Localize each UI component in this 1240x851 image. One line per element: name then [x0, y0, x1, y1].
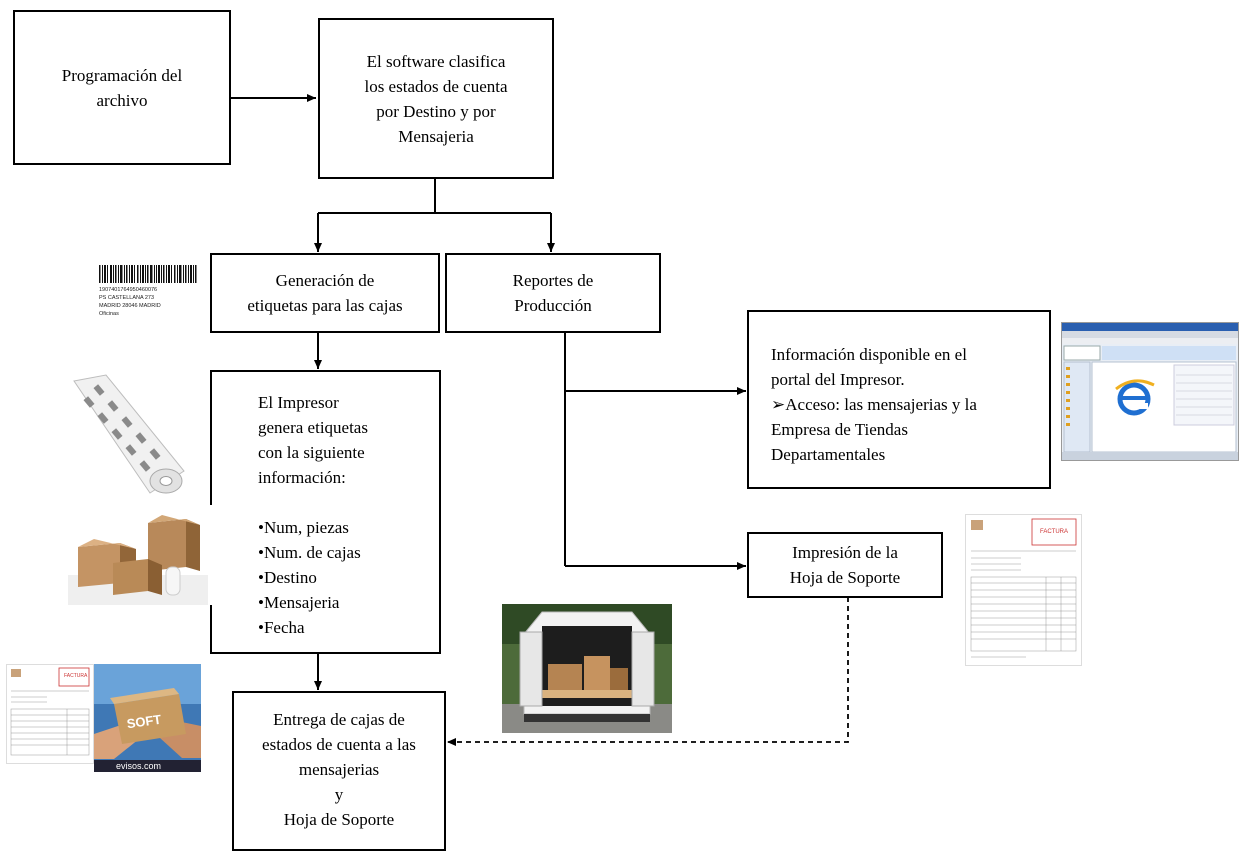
- box-hoja-soporte: Impresión de la Hoja de Soporte: [747, 532, 943, 598]
- box-programacion: Programación del archivo: [13, 10, 231, 165]
- box-text: Reportes de: [512, 271, 594, 290]
- box-text: Información disponible en el: [771, 345, 967, 364]
- box-text: Impresión de la: [792, 543, 898, 562]
- box-text: información:: [258, 468, 346, 487]
- box-entrega: Entrega de cajas de estados de cuenta a …: [232, 691, 446, 851]
- barcode-label-line: MADRID 28046 MADRID: [99, 303, 161, 309]
- box-impresor: El Impresor genera etiquetas con la sigu…: [210, 370, 441, 654]
- barcode-label-line: 1907401764950460076: [99, 287, 157, 293]
- list-item: •Mensajeria: [258, 593, 340, 612]
- invoice-small-header: FACTURA: [64, 673, 88, 679]
- list-item: •Fecha: [258, 618, 305, 637]
- list-item: •Destino: [258, 568, 317, 587]
- box-text: portal del Impresor.: [771, 370, 905, 389]
- box-text: El Impresor: [258, 393, 339, 412]
- box-text: Programación del: [61, 65, 183, 85]
- box-text: Producción: [514, 296, 592, 315]
- barcode-label-line: PS CASTELLANA 273: [99, 295, 154, 301]
- box-text: archivo: [96, 90, 148, 110]
- box-generacion: Generación de etiquetas para las cajas: [210, 253, 440, 333]
- box-text: Hoja de Soporte: [283, 810, 395, 829]
- invoice-large-header: FACTURA: [1040, 529, 1068, 535]
- info-bullet-list: •Num, piezas •Num. de cajas •Destino •Me…: [258, 515, 439, 640]
- box-text: etiquetas para las cajas: [247, 296, 403, 315]
- handshake-box-image: SOFT evisos.com: [94, 664, 201, 772]
- list-item: •Num. de cajas: [258, 543, 361, 562]
- label-roll-image: [64, 373, 188, 498]
- cardboard-boxes-image: [58, 505, 213, 605]
- barcode-label-line: Oficinas: [99, 311, 119, 317]
- list-item: •Num, piezas: [258, 518, 349, 537]
- handshake-box-text: SOFT: [126, 712, 162, 732]
- box-text: genera etiquetas: [258, 418, 368, 437]
- box-text: por Destino y por: [376, 101, 496, 121]
- invoice-form-small-image: FACTURA: [6, 664, 94, 764]
- box-text: Departamentales: [771, 445, 886, 464]
- invoice-form-large-image: FACTURA: [965, 514, 1082, 666]
- dashed-hoja-to-entrega: [447, 597, 849, 746]
- delivery-van-image: [502, 604, 672, 733]
- handshake-site-text: evisos.com: [116, 761, 161, 771]
- box-text: Hoja de Soporte: [789, 568, 901, 587]
- box-software: El software clasifica los estados de cue…: [318, 18, 554, 179]
- box-text: ➢Acceso: las mensajerias y la: [771, 395, 977, 414]
- box-reportes: Reportes de Producción: [445, 253, 661, 333]
- portal-screenshot-image: [1061, 322, 1239, 461]
- box-text: estados de cuenta a las: [262, 735, 416, 754]
- box-text: Mensajeria: [398, 126, 474, 146]
- box-text: Entrega de cajas de: [273, 710, 405, 729]
- box-text: El software clasifica: [366, 51, 506, 71]
- box-informacion: Información disponible en el portal del …: [747, 310, 1051, 489]
- box-text: los estados de cuenta: [364, 76, 508, 96]
- box-text: y: [334, 785, 344, 804]
- box-text: mensajerias: [298, 760, 380, 779]
- box-text: con la siguiente: [258, 443, 365, 462]
- barcode-label-image: 1907401764950460076 PS CASTELLANA 273 MA…: [97, 262, 200, 320]
- box-text: Empresa de Tiendas: [771, 420, 908, 439]
- box-text: Generación de: [275, 271, 375, 290]
